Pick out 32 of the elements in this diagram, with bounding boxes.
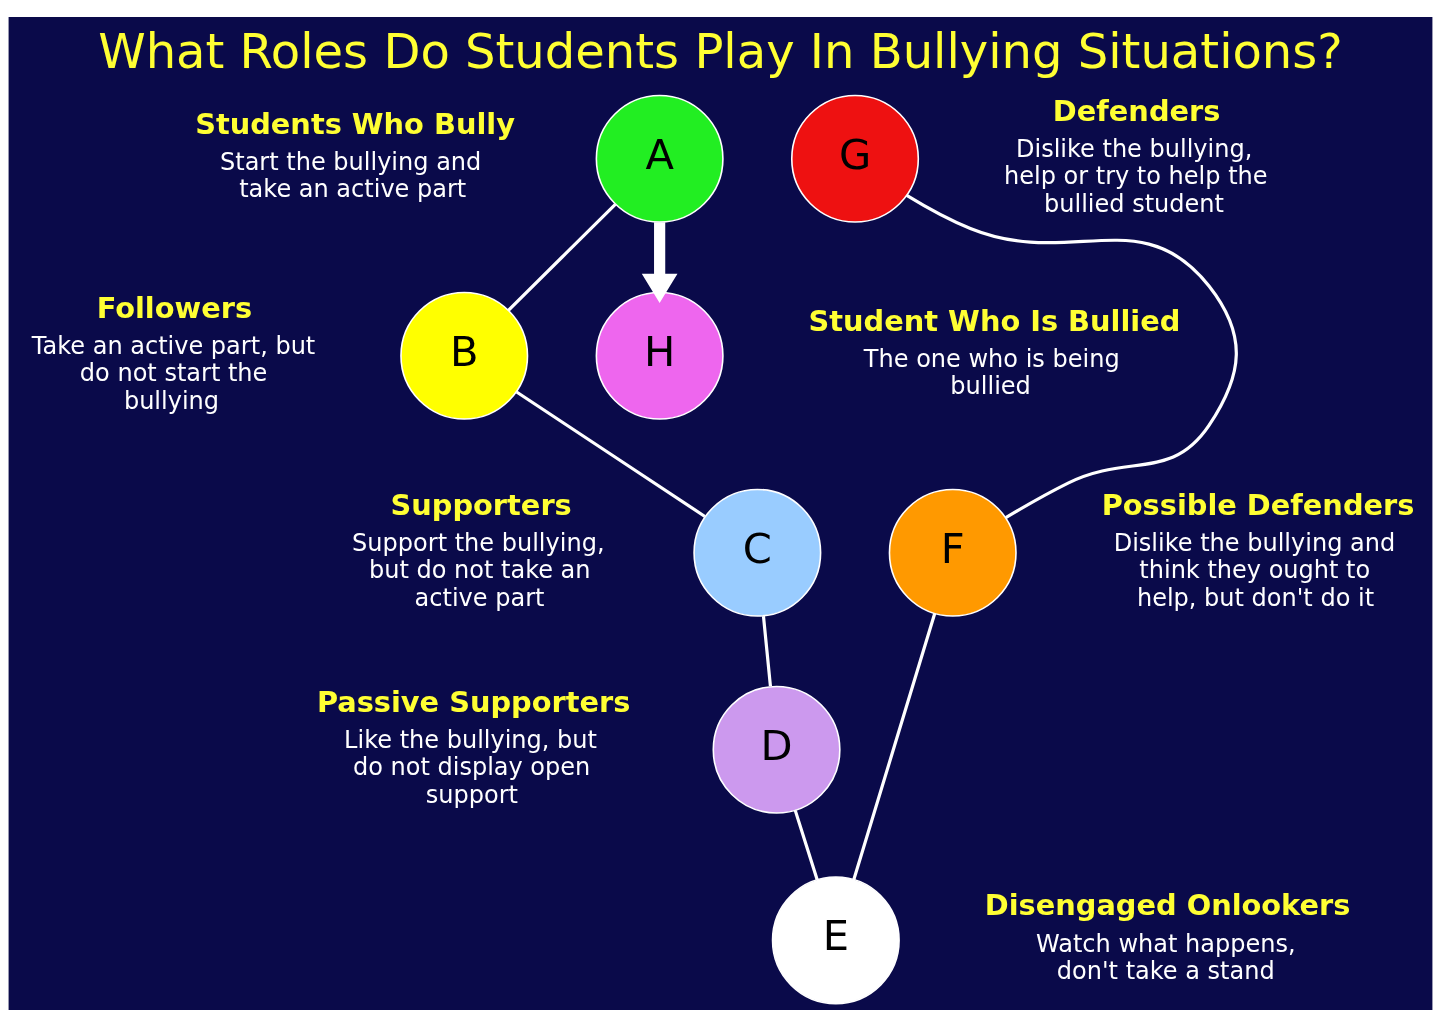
node-circle: A xyxy=(595,94,724,223)
node-label: Dislike the bullying and think they ought to help, but don't do it xyxy=(1113,528,1396,612)
connector xyxy=(905,193,1238,519)
node-label: Support the bullying, but do not take an active part xyxy=(352,528,605,612)
node-label: Start the bullying and take an active part xyxy=(220,147,482,203)
node-circle: G xyxy=(790,94,920,223)
node-label: Passive Supporters xyxy=(316,684,631,719)
node-label: Possible Defenders xyxy=(1101,487,1415,522)
connector xyxy=(852,612,937,880)
connector xyxy=(761,615,772,686)
node-label: Defenders xyxy=(1052,93,1221,128)
node-label: Disengaged Onlookers xyxy=(984,887,1351,922)
diagram-title: What Roles Do Students Play In Bullying Situations? xyxy=(98,22,1343,79)
node-label: Followers xyxy=(96,290,253,325)
node-circle: H xyxy=(595,291,724,420)
node-label: Watch what happens, don't take a stand xyxy=(1036,929,1296,985)
node-label: Student Who Is Bullied xyxy=(808,303,1181,338)
connector xyxy=(515,390,706,518)
node-label: Take an active part, but do not start the bullying xyxy=(31,331,316,415)
node-circle: C xyxy=(693,488,822,617)
node-label: Like the bullying, but do not display open support xyxy=(344,725,597,809)
node-label: The one who is being bullied xyxy=(863,344,1120,400)
connector xyxy=(507,202,617,311)
node-circle: B xyxy=(400,291,529,420)
arrow xyxy=(641,221,678,303)
node-circle: D xyxy=(712,685,841,814)
node-label: Supporters xyxy=(390,487,572,522)
connector xyxy=(793,809,819,880)
node-circle: E xyxy=(771,875,900,1004)
node-circle: F xyxy=(888,488,1017,617)
node-label: Dislike the bullying, help or try to help the bullied student xyxy=(1003,134,1268,218)
node-label: Students Who Bully xyxy=(195,106,515,141)
